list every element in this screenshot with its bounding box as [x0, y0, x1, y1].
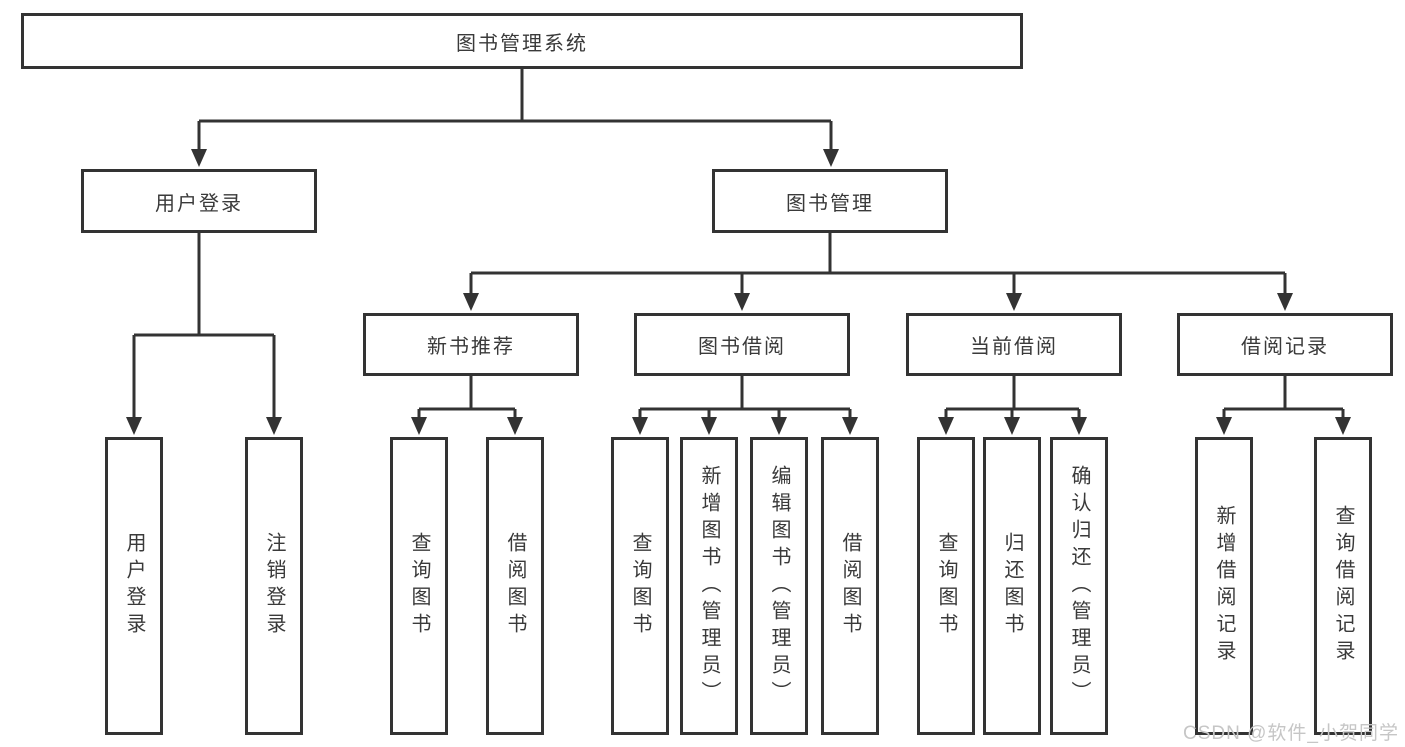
- node-user-login: 用户登录: [81, 169, 317, 233]
- node-borrow-record: 借阅记录: [1177, 313, 1393, 376]
- leaf-logout: 注销登录: [245, 437, 303, 735]
- leaf-records-query-record-label: 查询借阅记录: [1332, 505, 1354, 667]
- leaf-current-return-books: 归还图书: [983, 437, 1041, 735]
- leaf-borrow-query-books-label: 查询图书: [629, 532, 651, 640]
- node-current-borrow-label: 当前借阅: [970, 336, 1058, 358]
- leaf-records-add-record: 新增借阅记录: [1195, 437, 1253, 735]
- node-user-login-label: 用户登录: [155, 192, 243, 215]
- leaf-recommend-query-books-label: 查询图书: [408, 532, 430, 640]
- leaf-borrow-borrow-books-label: 借阅图书: [839, 532, 861, 640]
- leaf-records-add-record-label: 新增借阅记录: [1213, 505, 1235, 667]
- leaf-borrow-add-books-admin-label: 新增图书（管理员）: [698, 464, 720, 708]
- node-new-book-recommend-label: 新书推荐: [427, 336, 515, 358]
- leaf-logout-label: 注销登录: [263, 532, 285, 640]
- leaf-current-return-books-label: 归还图书: [1001, 532, 1023, 640]
- leaf-borrow-add-books-admin: 新增图书（管理员）: [680, 437, 738, 735]
- leaf-recommend-borrow-books: 借阅图书: [486, 437, 544, 735]
- csdn-watermark: CSDN @软件_小贺同学: [1183, 723, 1399, 744]
- leaf-current-query-books-label: 查询图书: [935, 532, 957, 640]
- leaf-borrow-borrow-books: 借阅图书: [821, 437, 879, 735]
- node-book-management-label: 图书管理: [786, 192, 874, 215]
- leaf-records-query-record: 查询借阅记录: [1314, 437, 1372, 735]
- node-root: 图书管理系统: [21, 13, 1023, 69]
- leaf-borrow-query-books: 查询图书: [611, 437, 669, 735]
- leaf-current-confirm-return-admin: 确认归还（管理员）: [1050, 437, 1108, 735]
- node-book-borrow-label: 图书借阅: [698, 336, 786, 358]
- leaf-recommend-borrow-books-label: 借阅图书: [504, 532, 526, 640]
- leaf-current-query-books: 查询图书: [917, 437, 975, 735]
- leaf-current-confirm-return-admin-label: 确认归还（管理员）: [1068, 464, 1090, 708]
- node-book-borrow: 图书借阅: [634, 313, 850, 376]
- leaf-borrow-edit-books-admin-label: 编辑图书（管理员）: [768, 464, 790, 708]
- leaf-borrow-edit-books-admin: 编辑图书（管理员）: [750, 437, 808, 735]
- node-current-borrow: 当前借阅: [906, 313, 1122, 376]
- node-root-label: 图书管理系统: [456, 32, 588, 55]
- node-borrow-record-label: 借阅记录: [1241, 336, 1329, 358]
- leaf-user-login: 用户登录: [105, 437, 163, 735]
- node-book-management: 图书管理: [712, 169, 948, 233]
- node-new-book-recommend: 新书推荐: [363, 313, 579, 376]
- leaf-user-login-label: 用户登录: [123, 532, 145, 640]
- leaf-recommend-query-books: 查询图书: [390, 437, 448, 735]
